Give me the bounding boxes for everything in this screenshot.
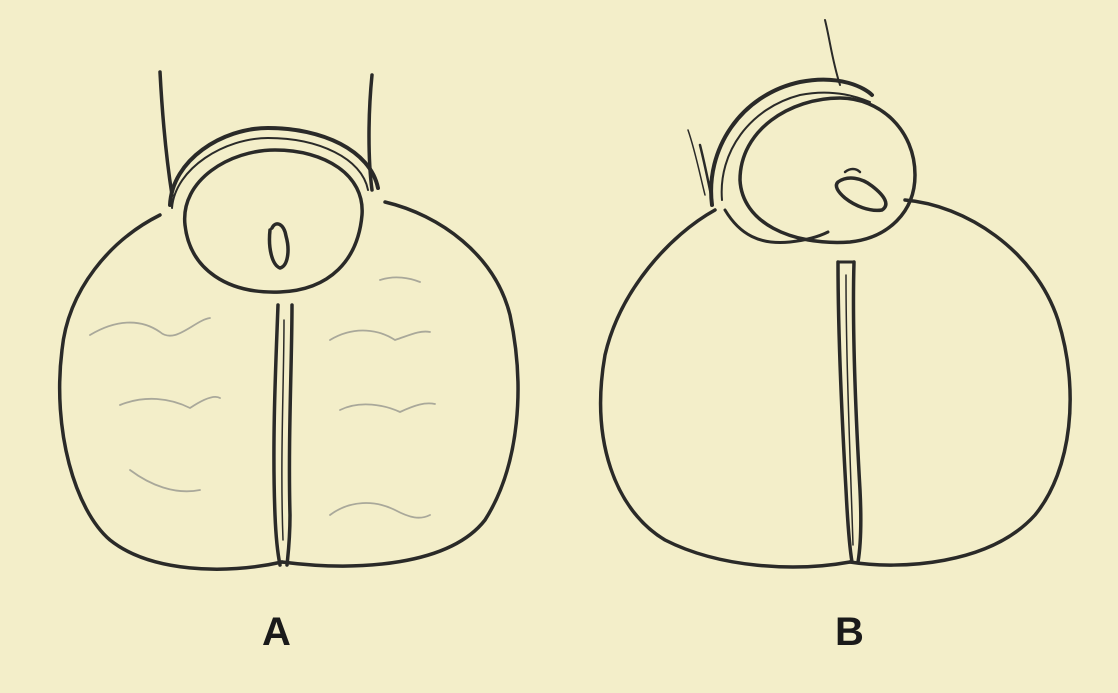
panel-b-figure [601, 20, 1070, 567]
panel-b-cap [740, 98, 915, 242]
panel-label-a: A [262, 612, 291, 652]
panel-a-left-lobe [60, 215, 282, 569]
panel-b-right-lobe [850, 200, 1070, 565]
panel-b-left-lobe [601, 210, 850, 567]
panel-a-midline-1 [274, 305, 280, 565]
panel-a-opening [269, 224, 288, 268]
panel-b-opening [836, 178, 885, 210]
panel-a-stalk-left [160, 72, 172, 195]
panel-a-fold-marks [90, 277, 435, 517]
panel-b-midline-1 [838, 262, 852, 562]
panel-a-right-lobe [282, 202, 518, 566]
panel-b-midline-2 [853, 262, 860, 562]
panel-label-b: B [835, 612, 864, 652]
panel-a-figure [60, 72, 518, 569]
panel-a-midline-2 [287, 305, 292, 565]
panel-a-cap [185, 150, 363, 292]
panel-a-cap-rim [170, 128, 378, 205]
